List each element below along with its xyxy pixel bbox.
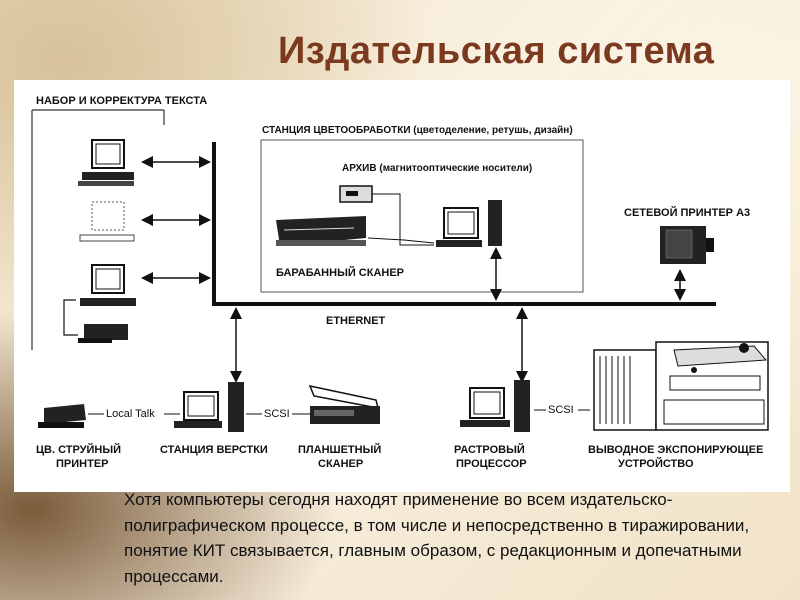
layout-station-computer-icon — [174, 382, 244, 432]
ethernet-bus: ETHERNET — [212, 142, 716, 327]
diagram-panel: НАБОР И КОРРЕКТУРА ТЕКСТА — [14, 80, 790, 492]
typesetting-computer-1-icon — [78, 139, 134, 186]
body-text: Хотя компьютеры сегодня находят применен… — [124, 487, 784, 589]
color-station-label: СТАНЦИЯ ЦВЕТООБРАБОТКИ (цветоделение, ре… — [262, 125, 573, 136]
rip-label-line1: РАСТРОВЫЙ — [454, 443, 525, 456]
typesetting-computer-2-icon — [79, 201, 135, 242]
imagesetter-label-line2: УСТРОЙСТВО — [618, 457, 694, 470]
inkjet-printer-icon — [38, 404, 86, 428]
publishing-system-diagram: НАБОР И КОРРЕКТУРА ТЕКСТА — [31, 95, 769, 470]
typesetting-computer-3-icon — [80, 264, 136, 306]
flatbed-label-line2: СКАНЕР — [318, 458, 363, 470]
layout-station-label: СТАНЦИЯ ВЕРСТКИ — [160, 444, 268, 456]
archive-drive-icon — [339, 185, 373, 203]
inkjet-printer-group: ЦВ. СТРУЙНЫЙ ПРИНТЕР Local Talk — [36, 404, 180, 470]
rip-group: РАСТРОВЫЙ ПРОЦЕССОР SCSI — [454, 307, 590, 470]
flatbed-label-line1: ПЛАНШЕТНЫЙ — [298, 443, 381, 456]
network-printer-icon — [660, 226, 714, 264]
drum-scanner-label: БАРАБАННЫЙ СКАНЕР — [276, 266, 404, 279]
body-paragraph: Хотя компьютеры сегодня находят применен… — [124, 490, 750, 586]
inkjet-label-line2: ПРИНТЕР — [56, 458, 109, 470]
drum-scanner-icon — [276, 216, 366, 246]
flatbed-scanner-icon — [308, 384, 380, 424]
typesetting-label: НАБОР И КОРРЕКТУРА ТЕКСТА — [36, 95, 207, 107]
slide-title: Издательская система — [278, 30, 715, 72]
typesetting-group: НАБОР И КОРРЕКТУРА ТЕКСТА — [31, 95, 211, 350]
inkjet-label-line1: ЦВ. СТРУЙНЫЙ — [36, 443, 121, 456]
archive-label: АРХИВ (магнитооптические носители) — [342, 163, 532, 174]
rip-label-line2: ПРОЦЕССОР — [456, 458, 527, 470]
scsi-right-label: SCSI — [548, 404, 574, 416]
flatbed-scanner-group: SCSI ПЛАНШЕТНЫЙ СКАНЕР — [246, 384, 381, 470]
ethernet-label: ETHERNET — [326, 315, 386, 327]
network-printer-group: СЕТЕВОЙ ПРИНТЕР А3 — [624, 206, 750, 301]
imagesetter-label-line1: ВЫВОДНОЕ ЭКСПОНИРУЮЩЕЕ — [588, 444, 763, 456]
rip-computer-icon — [460, 380, 530, 432]
network-printer-label: СЕТЕВОЙ ПРИНТЕР А3 — [624, 206, 750, 219]
scsi-left-label: SCSI — [264, 408, 290, 420]
typesetting-printer-icon — [78, 324, 128, 343]
imagesetter-group: ВЫВОДНОЕ ЭКСПОНИРУЮЩЕЕ УСТРОЙСТВО — [588, 341, 769, 470]
imagesetter-icon — [593, 341, 769, 431]
layout-station-group: СТАНЦИЯ ВЕРСТКИ — [160, 307, 268, 456]
color-station-computer-icon — [436, 200, 502, 247]
localtalk-label: Local Talk — [106, 408, 155, 420]
color-station-group: СТАНЦИЯ ЦВЕТООБРАБОТКИ (цветоделение, ре… — [260, 125, 584, 301]
